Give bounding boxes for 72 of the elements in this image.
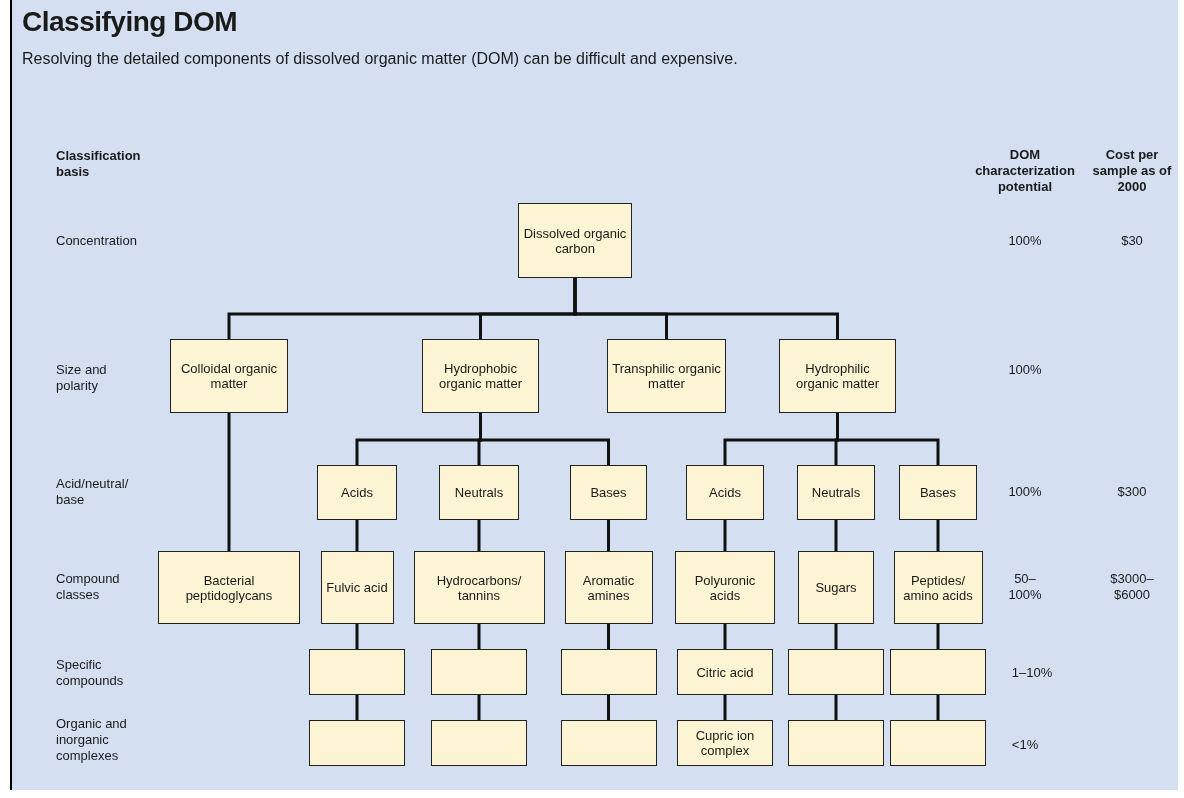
empty-box bbox=[560, 720, 657, 766]
category-box: Bases bbox=[899, 465, 977, 520]
connector-line bbox=[355, 695, 359, 720]
row-label: Compound classes bbox=[56, 571, 121, 603]
category-box: Fulvic acid bbox=[320, 551, 394, 624]
table-value: 100% bbox=[1008, 484, 1042, 500]
category-box: Aromatic amines bbox=[564, 551, 653, 624]
category-box: Peptides/ amino acids bbox=[893, 551, 983, 624]
category-box: Colloidal organic matter bbox=[170, 339, 288, 413]
connector-line bbox=[607, 520, 610, 551]
table-value: 50–100% bbox=[1007, 571, 1043, 603]
category-box: Hydrocarbons/ tannins bbox=[413, 551, 545, 624]
table-value: <1% bbox=[1011, 737, 1039, 753]
table-value: 100% bbox=[1008, 233, 1042, 249]
connector-line bbox=[936, 624, 940, 649]
category-box: Dissolved organic carbon bbox=[518, 203, 632, 278]
connector-line bbox=[836, 413, 940, 465]
column-header: Cost per sample as of 2000 bbox=[1091, 147, 1173, 195]
category-box: Neutrals bbox=[797, 465, 875, 520]
subtitle: Resolving the detailed components of dissolved organic matter (DOM) can be difficult and expensive. bbox=[22, 50, 738, 68]
category-box: Sugars bbox=[798, 551, 874, 624]
connector-line bbox=[477, 695, 481, 720]
category-box: Bases bbox=[570, 465, 647, 520]
category-box: Acids bbox=[317, 465, 397, 520]
row-label: Organic and inorganic complexes bbox=[56, 716, 128, 764]
category-box: Hydrophilic organic matter bbox=[779, 339, 896, 413]
connector-line bbox=[723, 695, 727, 720]
table-value: $30 bbox=[1121, 233, 1143, 249]
empty-box bbox=[431, 720, 527, 766]
category-box: Bacterial peptidoglycans bbox=[158, 551, 300, 624]
column-header: DOM characterization potential bbox=[974, 147, 1076, 195]
category-box: Polyuronic acids bbox=[675, 551, 775, 624]
empty-box bbox=[788, 649, 884, 695]
category-box: Citric acid bbox=[677, 649, 773, 695]
category-box: Transphilic organic matter bbox=[607, 339, 726, 413]
connector-line bbox=[834, 624, 838, 649]
row-label: Specific compounds bbox=[56, 657, 125, 689]
empty-box bbox=[309, 720, 405, 766]
connector-line bbox=[607, 624, 610, 649]
connector-line bbox=[936, 520, 940, 551]
table-value: 1–10% bbox=[1011, 665, 1053, 681]
connector-line bbox=[936, 695, 940, 720]
empty-box bbox=[890, 720, 986, 766]
connector-line bbox=[573, 278, 839, 339]
connector-line bbox=[355, 520, 359, 551]
connector-line bbox=[479, 413, 610, 465]
row-label: Acid/neutral/ base bbox=[56, 476, 130, 508]
connector-line bbox=[355, 624, 359, 649]
empty-box bbox=[560, 649, 657, 695]
category-box: Hydrophobic organic matter bbox=[422, 339, 539, 413]
connector-line bbox=[477, 520, 481, 551]
category-box: Cupric ion complex bbox=[677, 720, 773, 766]
category-box: Acids bbox=[686, 465, 764, 520]
column-header: Classification basis bbox=[56, 148, 142, 180]
row-label: Concentration bbox=[56, 233, 137, 249]
connector-line bbox=[227, 413, 231, 551]
connector-line bbox=[834, 695, 838, 720]
connector-line bbox=[477, 624, 481, 649]
empty-box bbox=[890, 649, 986, 695]
category-box: Neutrals bbox=[439, 465, 519, 520]
connector-line bbox=[723, 624, 727, 649]
table-value: $3000–$6000 bbox=[1109, 571, 1155, 603]
row-label: Size and polarity bbox=[56, 362, 108, 394]
table-value: 100% bbox=[1008, 362, 1042, 378]
empty-box bbox=[309, 649, 405, 695]
connector-line bbox=[607, 695, 610, 720]
table-value: $300 bbox=[1117, 484, 1147, 500]
empty-box bbox=[788, 720, 884, 766]
connector-line bbox=[834, 520, 838, 551]
title: Classifying DOM bbox=[22, 6, 237, 38]
connector-line bbox=[723, 520, 727, 551]
empty-box bbox=[431, 649, 527, 695]
